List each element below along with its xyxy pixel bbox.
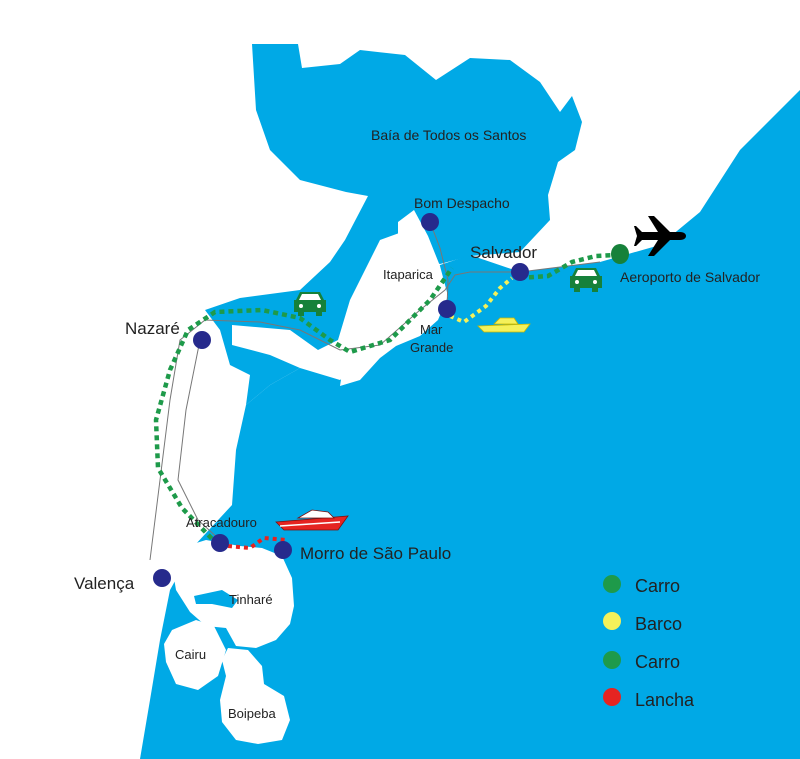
cairu-label: Cairu [175,647,206,662]
legend-label: Barco [635,614,682,634]
car-route-1 [153,266,454,547]
car-route-2 [519,252,617,281]
legend-label: Carro [635,652,680,672]
morro-label: Morro de São Paulo [300,544,451,563]
legend-item: Lancha [603,688,695,710]
mar-grande-label-line1: Mar [420,322,443,337]
legend-item: Carro [603,575,680,596]
airport-label: Aeroporto de Salvador [620,269,760,285]
cairu-island [164,620,226,690]
legend-swatch [603,575,621,593]
airport-marker [611,244,629,264]
tinhare-island [172,540,294,648]
speedboat-icon [275,509,349,531]
boat-icon [477,317,531,333]
itaparica-island [340,210,448,386]
legend-swatch [603,688,621,706]
stop-mar-grande [438,300,456,318]
car-icon [294,292,326,316]
boipeba-island [220,648,290,744]
stop-nazare [193,331,211,349]
atracadouro-label: Atracadouro [186,515,257,530]
legend: Carro Barco Carro Lancha [603,575,695,710]
legend-label: Lancha [635,690,695,710]
stop-salvador [511,263,529,281]
itaparica-label: Itaparica [383,267,434,282]
valenca-label: Valença [74,574,135,593]
stop-valenca [153,569,171,587]
stop-bom-despacho [421,213,439,231]
sea-area [140,90,800,759]
legend-swatch [603,651,621,669]
stop-atracadouro [211,534,229,552]
inlet [194,590,238,608]
legend-label: Carro [635,576,680,596]
legend-swatch [603,612,621,630]
stop-morro [274,541,292,559]
stop-markers [153,213,529,587]
airplane-icon [634,216,686,256]
car-icon [570,268,602,292]
nazare-label: Nazaré [125,319,180,338]
speedboat-route [227,535,287,551]
boat-route [449,276,514,325]
boipeba-label: Boipeba [228,706,276,721]
tinhare-label: Tinharé [229,592,273,607]
legend-item: Barco [603,612,682,634]
legend-item: Carro [603,651,680,672]
mar-grande-label-line2: Grande [410,340,453,355]
road-lines [149,221,601,561]
bom-despacho-label: Bom Despacho [414,195,510,211]
salvador-label: Salvador [470,243,537,262]
bay-label: Baía de Todos os Santos [371,127,526,143]
